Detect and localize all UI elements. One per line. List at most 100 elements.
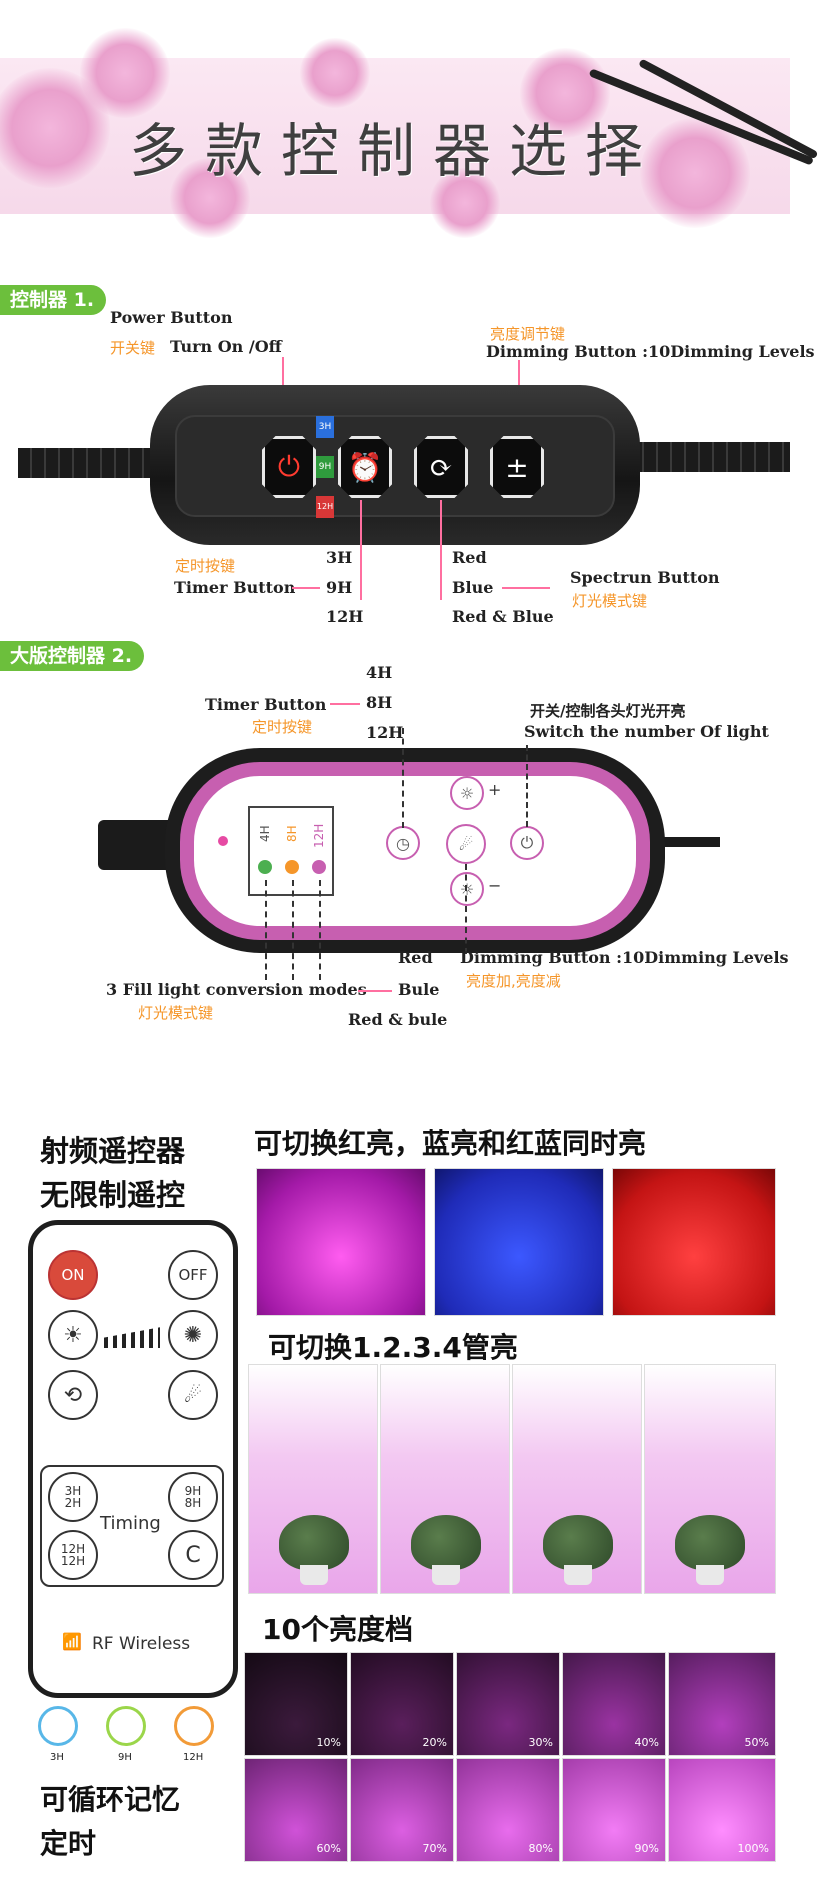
mode2-red: Red: [398, 948, 433, 967]
panel-4h: 4H: [258, 825, 272, 842]
rf-remote: [28, 1220, 238, 1698]
badge-12h: 12H: [316, 496, 334, 518]
photo-red-light: [256, 1168, 426, 1316]
remote-on-button[interactable]: ON: [48, 1250, 98, 1300]
controller-1-face: [175, 415, 615, 517]
spectrum-button[interactable]: ⟳: [414, 436, 468, 498]
dimming-cn-label: 亮度调节键: [490, 325, 566, 343]
dash-4h: [265, 880, 267, 980]
power-icon: ⏻: [277, 450, 301, 483]
power-button-label: Power Button: [110, 308, 233, 327]
level-label: 80%: [528, 1842, 553, 1855]
brightness-plus-icon: ±: [505, 450, 529, 484]
timer-arrow: [292, 587, 320, 589]
level-label: 70%: [422, 1842, 447, 1855]
timer-12h: 12H: [326, 607, 364, 626]
mode-panel: [248, 806, 334, 896]
timer2-12h: 12H: [366, 723, 404, 742]
dim-sun-icon: ✺: [183, 1322, 203, 1348]
level-photo: 100%: [668, 1758, 776, 1862]
dimming-button-label: Dimming Button :10Dimming Levels: [486, 342, 815, 361]
label-3h: 3H: [64, 1484, 82, 1498]
indicator-led: [218, 836, 228, 846]
clock-12h-label: 12H: [183, 1752, 204, 1763]
dimming2-cn-label: 亮度加,亮度减: [466, 972, 561, 990]
mode-blue: Blue: [452, 578, 494, 597]
memory-title-2: 定时: [40, 1827, 97, 1860]
mode-button[interactable]: ☄: [446, 824, 486, 864]
spectrum-pointer-line: [440, 500, 442, 600]
dimming-button[interactable]: ±: [490, 436, 544, 498]
timer-button[interactable]: ⏰: [338, 436, 392, 498]
fill-modes-label: 3 Fill light conversion modes: [106, 980, 367, 999]
mode-red: Red: [452, 548, 487, 567]
remote-c-button[interactable]: C: [168, 1530, 218, 1580]
remote-brightness-down-button[interactable]: ✺: [168, 1310, 218, 1360]
remote-brightness-up-button[interactable]: ☀: [48, 1310, 98, 1360]
photo-red-blue-light: [612, 1168, 776, 1316]
badge-3h: 3H: [316, 416, 334, 438]
tube-switch-title: 可切换1.2.3.4管亮: [268, 1331, 518, 1364]
dimming-pointer-line: [518, 360, 520, 408]
photo-two-tubes: [380, 1364, 510, 1594]
fill-modes-arrow: [358, 990, 392, 992]
level-label: 20%: [422, 1736, 447, 1749]
spectrum-button-label: Spectrun Button: [570, 568, 720, 587]
power-button[interactable]: ⏻: [262, 436, 316, 498]
clock-12h-icon: [174, 1706, 214, 1746]
alarm-clock-icon: ⏰: [347, 450, 383, 484]
photo-one-tube: [248, 1364, 378, 1594]
clock-3h-label: 3H: [50, 1752, 64, 1763]
plus-sign: +: [488, 780, 502, 799]
remote-cycle-button[interactable]: ⟲: [48, 1370, 98, 1420]
cable-right: [630, 442, 790, 472]
level-photo: 10%: [244, 1652, 348, 1756]
level-photo: 50%: [668, 1652, 776, 1756]
mode2-red-bule: Red & bule: [348, 1010, 448, 1029]
timing-panel: [40, 1465, 224, 1587]
cycle-icon: ⟲: [63, 1382, 83, 1408]
dash-switch: [526, 745, 528, 827]
power-icon: ⏻: [520, 833, 534, 852]
controller-2-tag: 大版控制器 2.: [0, 641, 145, 671]
level-photo: 30%: [456, 1652, 560, 1756]
led-8h: [285, 860, 299, 874]
mode-red-blue: Red & Blue: [452, 607, 554, 626]
remote-title-2: 无限制遥控: [40, 1178, 186, 1212]
timer-9h: 9H: [326, 578, 353, 597]
label-8h: 8H: [184, 1496, 202, 1510]
controller-1-tag: 控制器 1.: [0, 285, 107, 315]
panel-12h: 12H: [312, 823, 326, 848]
panel-8h: 8H: [285, 825, 299, 842]
level-photo: 70%: [350, 1758, 454, 1862]
clock-9h-icon: [106, 1706, 146, 1746]
timer-pointer-line: [360, 500, 362, 600]
level-label: 50%: [744, 1736, 769, 1749]
remote-off-button[interactable]: OFF: [168, 1250, 218, 1300]
dash-8h: [292, 880, 294, 980]
timer2-button[interactable]: ◷: [386, 826, 420, 860]
brightness-down-button[interactable]: ☼: [450, 872, 484, 906]
sun-plus-icon: ☼: [459, 783, 475, 803]
brightness-up-button[interactable]: ☼: [450, 776, 484, 810]
dash-timer2: [402, 728, 404, 828]
photo-blue-light: [434, 1168, 604, 1316]
photo-four-tubes: [644, 1364, 776, 1594]
timer-cn-label: 定时按键: [175, 557, 236, 575]
dash-mode: [465, 864, 467, 954]
sun-icon: ☀: [63, 1322, 83, 1348]
remote-mode-button[interactable]: ☄: [168, 1370, 218, 1420]
spectrum-arrow: [502, 587, 550, 589]
timer2-cn-label: 定时按键: [252, 718, 313, 736]
cable-left: [18, 448, 158, 478]
levels-title: 10个亮度档: [262, 1613, 413, 1646]
switch-button[interactable]: ⏻: [510, 826, 544, 860]
led-4h: [258, 860, 272, 874]
timing-label: Timing: [100, 1513, 161, 1534]
fill-modes-cn-label: 灯光模式键: [138, 1004, 214, 1022]
dash-12h: [319, 880, 321, 980]
mode2-bule: Bule: [398, 980, 440, 999]
